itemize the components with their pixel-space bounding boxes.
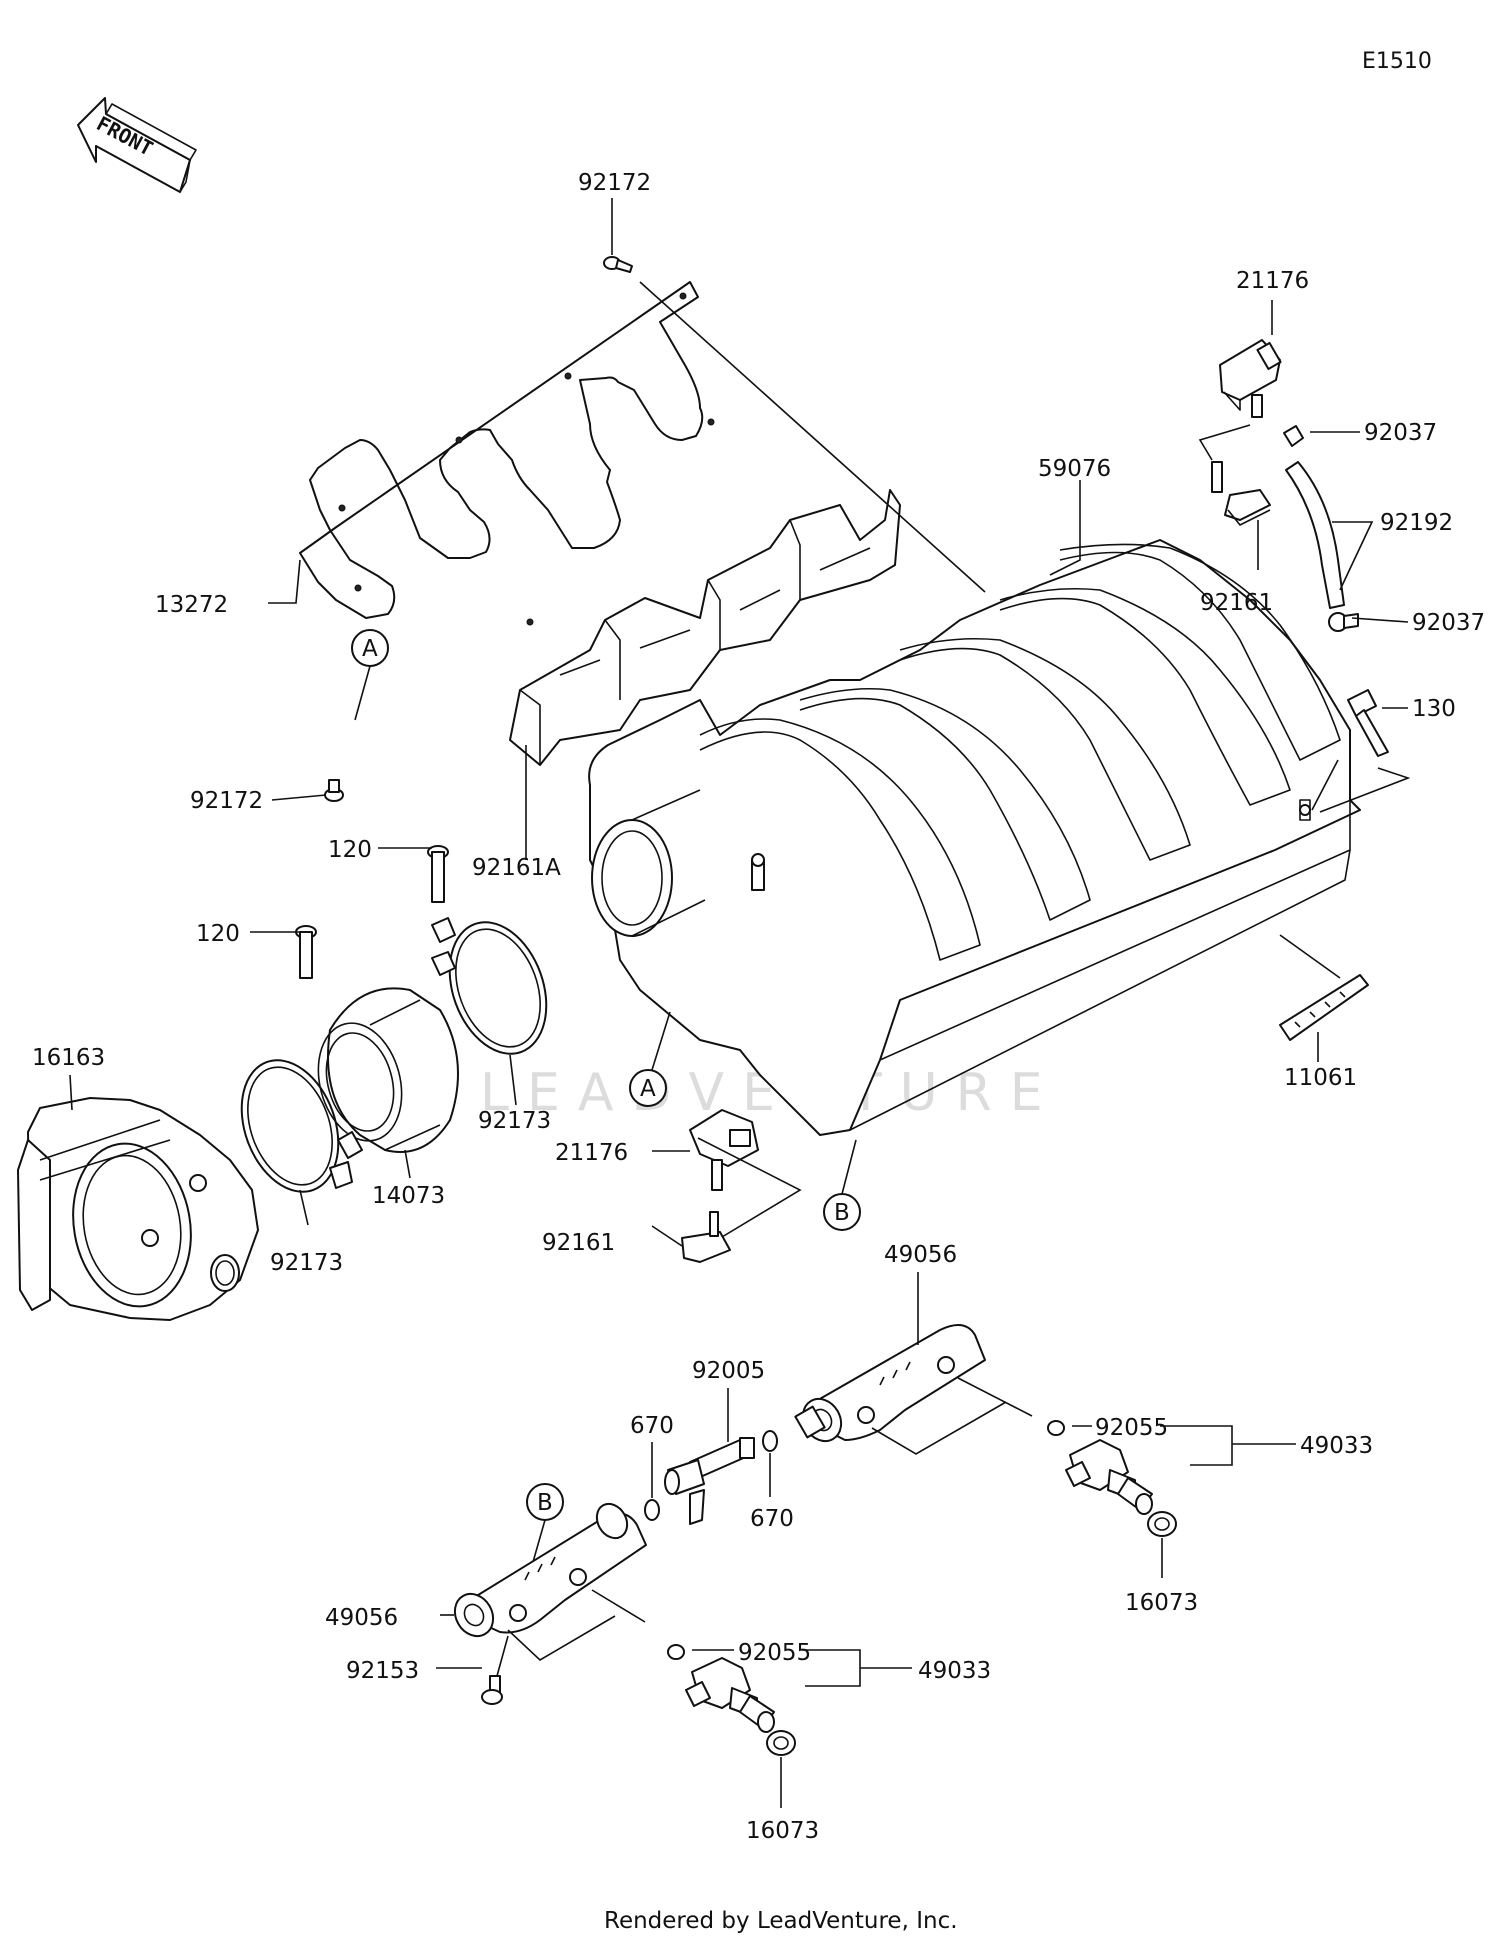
callout-670-a: 670 xyxy=(630,1413,674,1439)
callout-92172-bottom: 92172 xyxy=(190,788,263,814)
o-ring-92055-b-icon xyxy=(667,1644,685,1660)
clamp-92037-mid-icon xyxy=(1328,612,1359,632)
o-ring-670-b-icon xyxy=(762,1430,778,1452)
o-ring-670-a-icon xyxy=(644,1499,660,1521)
bolt-92172-bottom-icon xyxy=(324,779,344,802)
leader-lines xyxy=(69,198,1411,1808)
callout-13272: 13272 xyxy=(155,592,228,618)
seal-16073-a-icon xyxy=(1147,1511,1177,1537)
o-ring-92055-a-icon xyxy=(1047,1420,1065,1436)
callout-labels: 92172 13272 92172 92161A 59076 21176 920… xyxy=(32,170,1485,1844)
gasket-92161a-drawing xyxy=(509,489,901,766)
diagram-code: E1510 xyxy=(1362,49,1432,74)
callout-92037-top: 92037 xyxy=(1364,420,1437,446)
callout-92005: 92005 xyxy=(692,1358,765,1384)
callout-16073-a: 16073 xyxy=(1125,1590,1198,1616)
reference-marker-b-upper-label: B xyxy=(834,1200,850,1226)
reference-marker-b-upper: B xyxy=(823,1139,861,1231)
bolt-120-a-icon xyxy=(427,845,449,903)
bolt-92172-top-icon xyxy=(603,256,633,273)
callout-92161-top: 92161 xyxy=(1200,590,1273,616)
callout-92172-top: 92172 xyxy=(578,170,651,196)
callout-16163: 16163 xyxy=(32,1045,105,1071)
bolt-120-b-icon xyxy=(295,925,317,979)
callout-120-a: 120 xyxy=(328,837,372,863)
sensor-21176-mid-drawing xyxy=(689,1109,759,1191)
callout-92161-mid: 92161 xyxy=(542,1230,615,1256)
sensor-holder-92161-mid-drawing xyxy=(681,1211,731,1263)
hose-92192-drawing xyxy=(1285,461,1345,609)
fuel-rail-49056-bottom-drawing xyxy=(453,1502,647,1638)
intake-manifold-59076-drawing xyxy=(588,539,1361,1136)
reference-marker-a-lower-label: A xyxy=(640,1076,656,1102)
callout-21176-mid: 21176 xyxy=(555,1140,628,1166)
callout-21176-top: 21176 xyxy=(1236,268,1309,294)
fuel-rail-49056-top-drawing xyxy=(794,1324,986,1443)
callout-92153: 92153 xyxy=(346,1658,419,1684)
callout-92055-b: 92055 xyxy=(738,1640,811,1666)
heat-shield-drawing xyxy=(299,281,715,626)
gasket-11061-icon xyxy=(1279,974,1369,1041)
footer-credit: Rendered by LeadVenture, Inc. xyxy=(604,1908,958,1934)
throttle-body-16163-drawing xyxy=(17,1097,259,1321)
fitting-92005-drawing xyxy=(664,1437,755,1525)
clamp-92173-left-drawing xyxy=(240,1059,353,1193)
callout-92173-left: 92173 xyxy=(270,1250,343,1276)
callout-49033-b: 49033 xyxy=(918,1658,991,1684)
sensor-21176-top-drawing xyxy=(1219,339,1282,418)
reference-marker-b-lower: B xyxy=(524,1483,564,1591)
reference-marker-a-upper: A xyxy=(351,629,389,721)
callout-49033-a: 49033 xyxy=(1300,1433,1373,1459)
reference-marker-b-lower-label: B xyxy=(537,1490,553,1516)
bolt-92153-icon xyxy=(481,1675,503,1705)
callout-92037-mid: 92037 xyxy=(1412,610,1485,636)
duct-14073-drawing xyxy=(317,987,459,1159)
clamp-92037-top-icon xyxy=(1283,425,1304,447)
callout-670-b: 670 xyxy=(750,1506,794,1532)
callout-59076: 59076 xyxy=(1038,456,1111,482)
seal-16073-b-icon xyxy=(766,1730,796,1756)
callout-130: 130 xyxy=(1412,696,1456,722)
callout-14073: 14073 xyxy=(372,1183,445,1209)
callout-49056-top: 49056 xyxy=(884,1242,957,1268)
reference-marker-a-lower: A xyxy=(629,1011,671,1107)
reference-marker-a-upper-label: A xyxy=(362,636,378,662)
callout-92161a: 92161A xyxy=(472,855,561,881)
sensor-holder-92161-top-drawing xyxy=(1211,461,1271,526)
callout-92192: 92192 xyxy=(1380,510,1453,536)
clamp-92173-right-drawing xyxy=(431,917,548,1055)
callout-92173-right: 92173 xyxy=(478,1108,551,1134)
callout-120-b: 120 xyxy=(196,921,240,947)
injector-49033-a-drawing xyxy=(1065,1439,1153,1515)
callout-11061: 11061 xyxy=(1284,1065,1357,1091)
bolt-130-icon xyxy=(1347,689,1389,757)
injector-49033-b-drawing xyxy=(685,1657,775,1733)
callout-16073-b: 16073 xyxy=(746,1818,819,1844)
callout-92055-a: 92055 xyxy=(1095,1415,1168,1441)
callout-49056-bottom: 49056 xyxy=(325,1605,398,1631)
front-arrow-icon: FRONT xyxy=(77,97,197,193)
